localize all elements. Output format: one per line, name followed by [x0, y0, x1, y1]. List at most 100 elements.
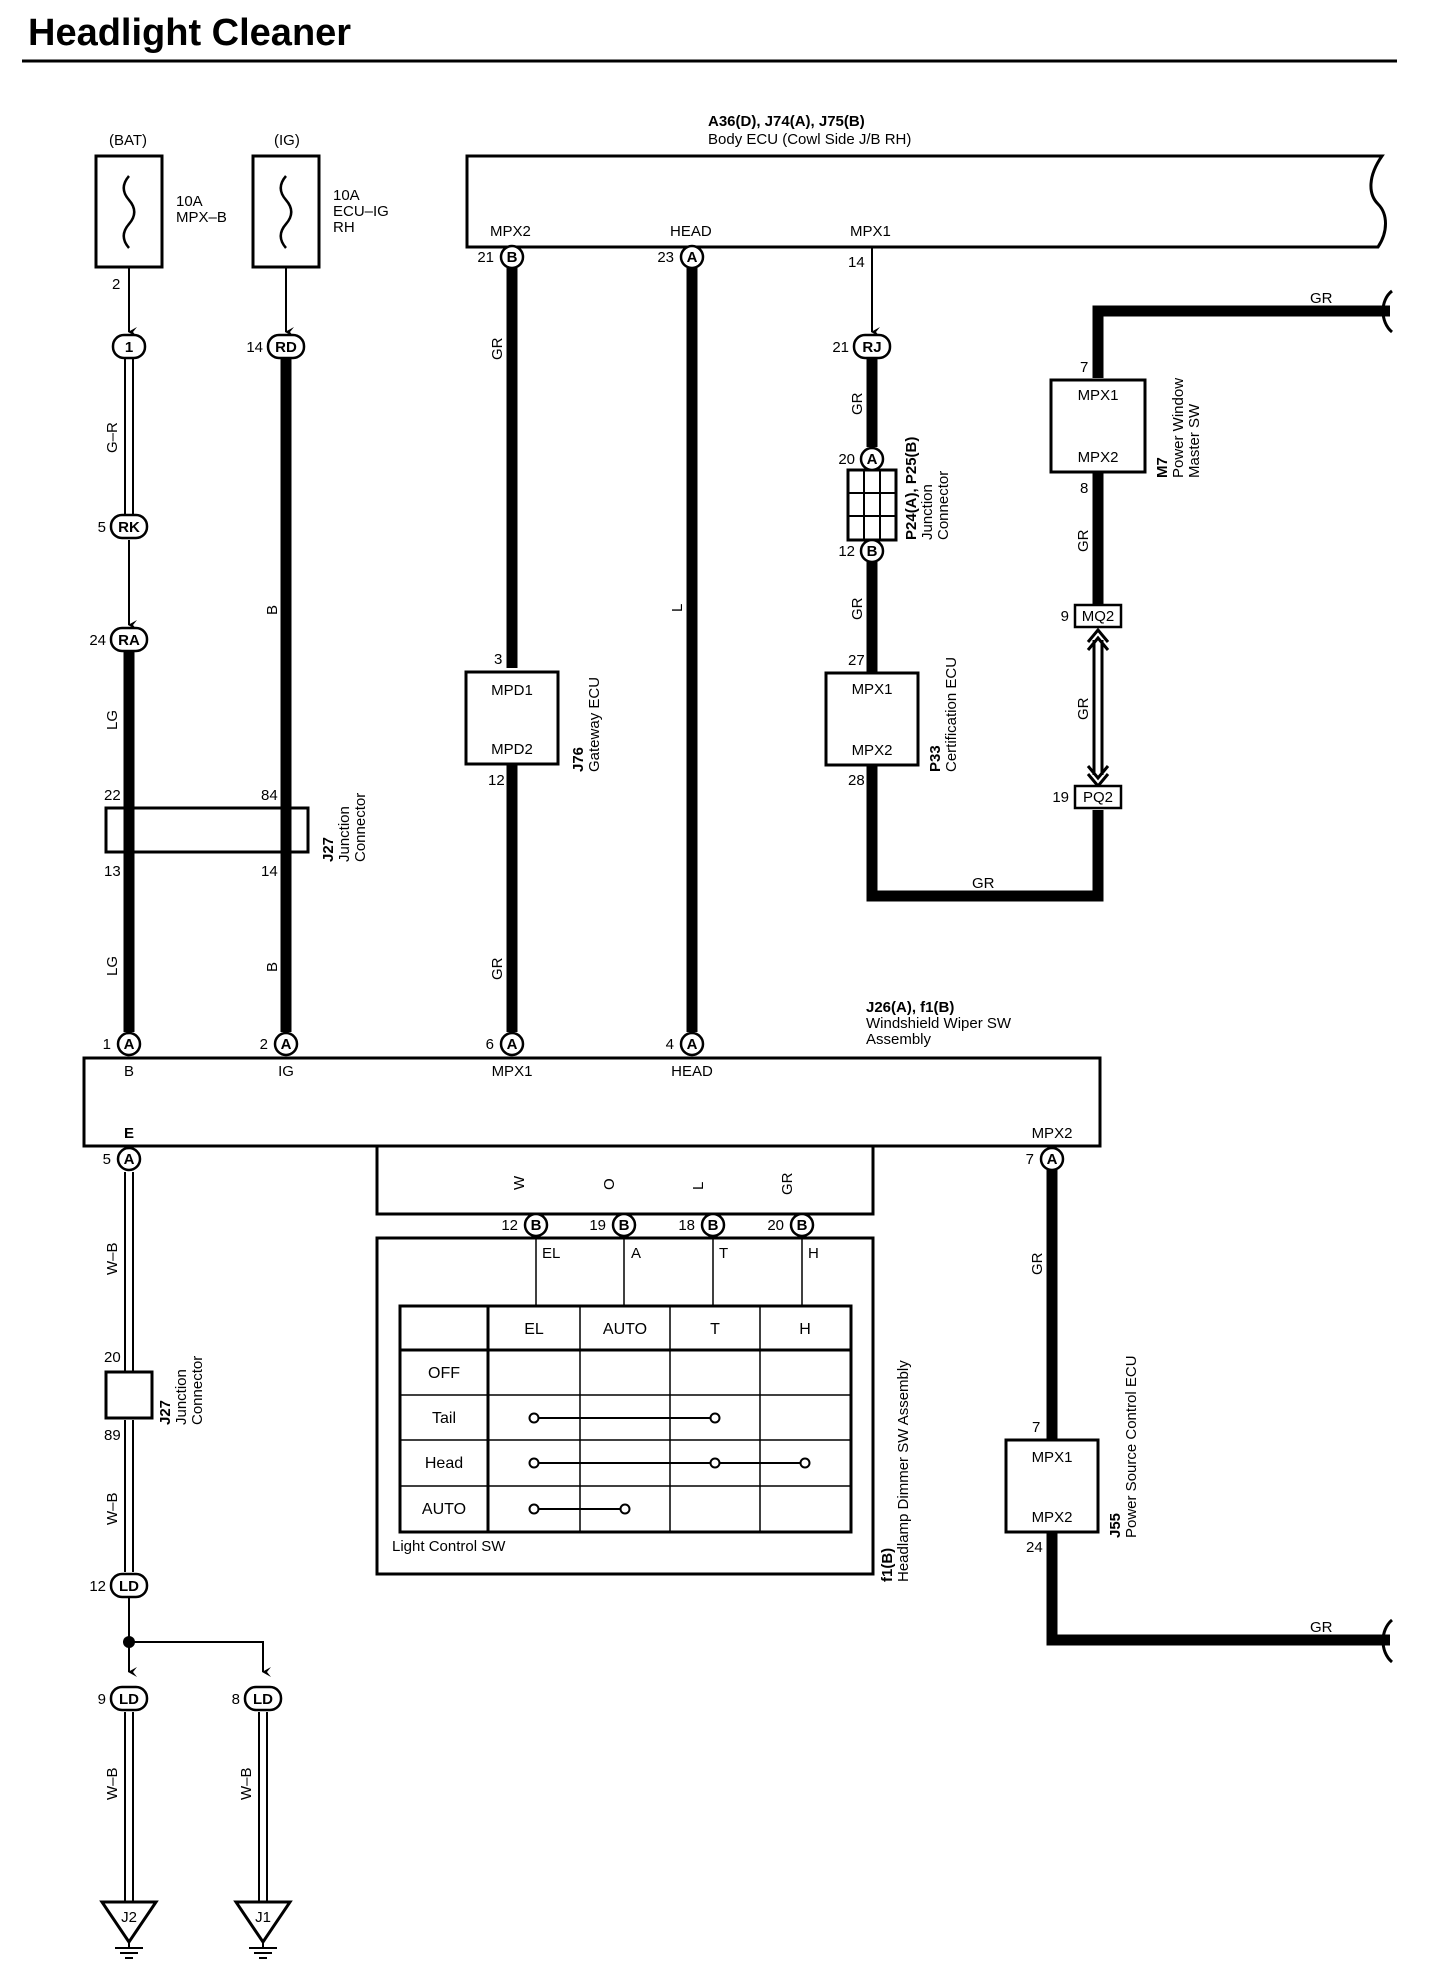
fuse-amp: 10A — [333, 187, 360, 204]
svg-text:RJ: RJ — [862, 339, 881, 356]
connector-pin: A 23 — [657, 244, 705, 270]
svg-text:84: 84 — [261, 787, 278, 804]
certification-ecu-p33: MPX1 MPX2 27 28 P33 Certification ECU — [824, 652, 960, 789]
svg-text:Power Source Control ECU: Power Source Control ECU — [1123, 1355, 1140, 1538]
wire-break — [1381, 1618, 1394, 1664]
wire-label: W–B — [104, 1767, 121, 1800]
wire-label: GR — [1310, 290, 1333, 307]
svg-text:Gateway ECU: Gateway ECU — [586, 677, 603, 772]
svg-text:M7: M7 — [1154, 457, 1171, 478]
connector-rj: RJ 21 — [832, 333, 892, 360]
svg-text:J76: J76 — [570, 747, 587, 772]
svg-text:22: 22 — [104, 787, 121, 804]
svg-text:J27: J27 — [320, 837, 337, 862]
svg-text:19: 19 — [1052, 789, 1069, 806]
connector-pin: B 21 — [477, 244, 525, 270]
svg-text:A: A — [631, 1245, 641, 1262]
svg-text:Junction: Junction — [336, 806, 353, 862]
wire-label: LG — [104, 956, 121, 976]
wire-label: B — [264, 605, 281, 615]
svg-text:MPX1: MPX1 — [1032, 1449, 1073, 1466]
wire-label: GR — [849, 597, 866, 620]
wire-label: W — [511, 1175, 528, 1190]
fuse-ecu-ig: (IG) 10A ECU–IG RH — [251, 132, 389, 269]
fuse-icon — [279, 175, 293, 249]
connector-rk: RK 5 — [98, 513, 149, 540]
ground-icon — [99, 1900, 159, 1945]
pin-label-head: HEAD — [670, 223, 712, 240]
svg-text:7: 7 — [1032, 1419, 1040, 1436]
body-ecu: A36(D), J74(A), J75(B) Body ECU (Cowl Si… — [465, 113, 1387, 249]
wire-label: GR — [1075, 697, 1092, 720]
svg-text:A: A — [1047, 1151, 1058, 1168]
svg-text:B: B — [124, 1063, 134, 1080]
pin-number: 14 — [848, 254, 865, 271]
svg-text:RK: RK — [118, 519, 140, 536]
wire-label: L — [669, 604, 686, 612]
wire-label: GR — [849, 392, 866, 415]
svg-text:MPD2: MPD2 — [491, 741, 533, 758]
svg-text:E: E — [124, 1125, 134, 1142]
svg-text:T: T — [719, 1245, 728, 1262]
svg-text:13: 13 — [104, 863, 121, 880]
svg-text:A: A — [687, 1036, 698, 1053]
bat-label: (BAT) — [109, 132, 147, 149]
svg-text:J2: J2 — [121, 1909, 137, 1926]
svg-text:LD: LD — [119, 1578, 139, 1595]
power-source-control-ecu-j55: MPX1 MPX2 7 24 J55 Power Source Control … — [1004, 1355, 1140, 1556]
wires — [123, 247, 1390, 1902]
svg-text:9: 9 — [98, 1691, 106, 1708]
connector-pin: A 1 B — [103, 1031, 142, 1080]
svg-text:P24(A), P25(B): P24(A), P25(B) — [903, 437, 920, 540]
connector-rd: RD 14 — [246, 333, 306, 360]
svg-text:Power Window: Power Window — [1170, 378, 1187, 478]
svg-text:P33: P33 — [927, 745, 944, 772]
svg-text:LD: LD — [119, 1691, 139, 1708]
svg-text:Certification ECU: Certification ECU — [943, 657, 960, 772]
svg-text:H: H — [808, 1245, 819, 1262]
connector-pin: B 20 — [767, 1212, 815, 1238]
fuse-amp: 10A — [176, 193, 203, 210]
svg-text:PQ2: PQ2 — [1083, 789, 1113, 806]
svg-text:B: B — [797, 1217, 808, 1234]
svg-text:MQ2: MQ2 — [1082, 608, 1115, 625]
wire-label: G–R — [104, 422, 121, 453]
svg-text:Assembly: Assembly — [866, 1031, 932, 1048]
connector-pin: A 2 IG — [260, 1031, 299, 1080]
svg-text:A: A — [124, 1036, 135, 1053]
fuse-name: RH — [333, 219, 355, 236]
connector-pin: B 18 — [678, 1212, 726, 1238]
svg-text:28: 28 — [848, 772, 865, 789]
body-ecu-name: Body ECU (Cowl Side J/B RH) — [708, 131, 911, 148]
connector-mq2: MQ2 9 — [1061, 603, 1123, 629]
svg-text:Connector: Connector — [189, 1356, 206, 1425]
svg-text:MPX2: MPX2 — [1078, 449, 1119, 466]
wire-label: W–B — [104, 1492, 121, 1525]
svg-text:24: 24 — [89, 632, 106, 649]
svg-text:21: 21 — [832, 339, 849, 356]
svg-text:J1: J1 — [255, 1909, 271, 1926]
svg-text:12: 12 — [501, 1217, 518, 1234]
svg-text:7: 7 — [1080, 359, 1088, 376]
svg-text:5: 5 — [103, 1151, 111, 1168]
wire-label: W–B — [104, 1242, 121, 1275]
wire-label: L — [690, 1182, 707, 1190]
svg-text:12: 12 — [89, 1578, 106, 1595]
light-control-sw: EL A T H EL AUTO T H OFF Tail Head AUTO — [375, 1236, 875, 1576]
svg-text:Connector: Connector — [935, 471, 952, 540]
wire-label: O — [601, 1178, 618, 1190]
svg-text:12: 12 — [838, 543, 855, 560]
junction-connector-j27-lower: 20 89 J27 Junction Connector — [104, 1349, 206, 1444]
wire-label: GR — [972, 875, 995, 892]
svg-text:LD: LD — [253, 1691, 273, 1708]
svg-text:18: 18 — [678, 1217, 695, 1234]
svg-text:Junction: Junction — [173, 1369, 190, 1425]
svg-text:MPX2: MPX2 — [1032, 1125, 1073, 1142]
table-col-header: T — [710, 1321, 720, 1338]
wire-label: GR — [489, 957, 506, 980]
connector-ld-8: LD 8 — [232, 1685, 283, 1712]
svg-text:14: 14 — [246, 339, 263, 356]
wire-label: W–B — [238, 1767, 255, 1800]
svg-text:B: B — [867, 543, 878, 560]
svg-text:RA: RA — [118, 632, 140, 649]
